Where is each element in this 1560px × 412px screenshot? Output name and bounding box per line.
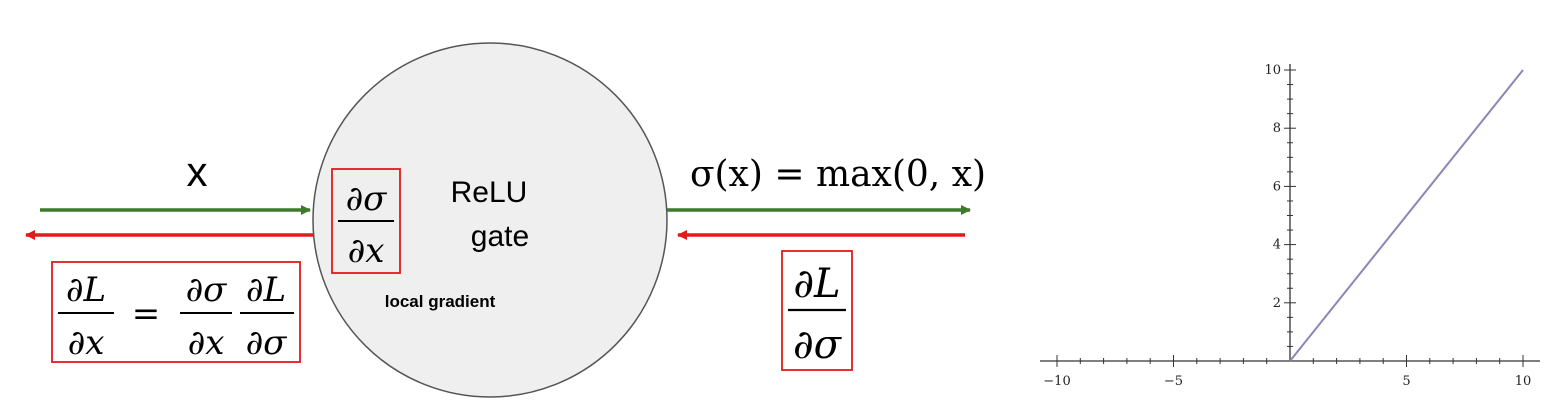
chain-rule-lhs-numerator: ∂L bbox=[66, 270, 106, 310]
y-tick-label: 10 bbox=[1264, 63, 1281, 78]
upstream-gradient-box bbox=[781, 250, 853, 371]
y-tick-label: 6 bbox=[1273, 179, 1281, 194]
gate-label-relu: ReLU bbox=[451, 176, 528, 209]
upstream-gradient-fraction: ∂L ∂σ bbox=[781, 250, 853, 371]
y-ticks bbox=[1284, 69, 1296, 347]
x-tick-label: 5 bbox=[1402, 374, 1410, 389]
chain-rule-t1-denominator: ∂x bbox=[188, 323, 225, 363]
chain-rule-t1-numerator: ∂σ bbox=[186, 270, 228, 310]
local-gradient-denominator: ∂x bbox=[348, 231, 385, 271]
x-tick-label: −10 bbox=[1043, 374, 1070, 389]
local-gradient-numerator: ∂σ bbox=[346, 179, 388, 219]
upstream-gradient-denominator: ∂σ bbox=[793, 322, 843, 368]
y-tick-label: 8 bbox=[1273, 121, 1281, 136]
chain-rule-equals: = bbox=[132, 294, 161, 334]
chain-rule-lhs-denominator: ∂x bbox=[68, 323, 105, 363]
relu-gate-circle bbox=[312, 42, 668, 398]
local-gradient-label: local gradient bbox=[385, 292, 496, 311]
x-ticks bbox=[1056, 355, 1524, 367]
input-label: x bbox=[187, 148, 208, 195]
x-tick-label: −5 bbox=[1164, 374, 1183, 389]
chain-rule-t2-denominator: ∂σ bbox=[246, 323, 288, 363]
upstream-gradient-numerator: ∂L bbox=[793, 261, 840, 307]
local-gradient-fraction: ∂σ ∂x bbox=[331, 168, 401, 274]
relu-gate-diagram: x ReLU gate local gradient ∂σ ∂x σ(x) = … bbox=[25, 42, 986, 398]
relu-plot: −10 −5 5 10 2 4 6 8 10 bbox=[1040, 63, 1540, 389]
gate-label-gate: gate bbox=[471, 220, 529, 253]
chain-rule-equation: ∂L ∂x = ∂σ ∂x ∂L ∂σ bbox=[51, 261, 301, 363]
tick-labels: −10 −5 5 10 2 4 6 8 10 bbox=[1043, 63, 1531, 389]
local-gradient-box bbox=[331, 168, 401, 274]
x-tick-label: 10 bbox=[1515, 374, 1532, 389]
y-tick-label: 4 bbox=[1273, 238, 1281, 253]
chain-rule-box bbox=[51, 261, 301, 363]
output-formula: σ(x) = max(0, x) bbox=[690, 154, 986, 195]
y-tick-label: 2 bbox=[1273, 296, 1281, 311]
relu-series-line bbox=[1289, 69, 1524, 362]
chain-rule-t2-numerator: ∂L bbox=[246, 270, 286, 310]
